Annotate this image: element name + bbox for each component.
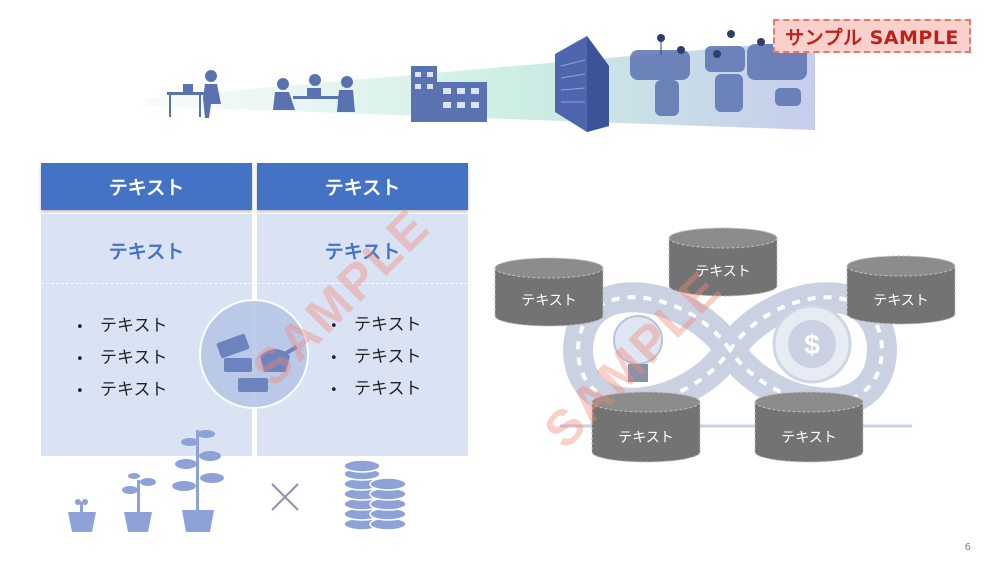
- list-item: テキスト: [330, 341, 422, 373]
- bullet-list-right: テキスト テキスト テキスト: [330, 309, 422, 405]
- cycle-label: テキスト: [521, 293, 577, 309]
- page-number: 6: [964, 542, 971, 553]
- list-item: テキスト: [76, 310, 168, 342]
- single-worker-icon: [167, 70, 221, 118]
- growth-banner-illustration: [145, 30, 815, 132]
- cylinder-node: [754, 391, 864, 463]
- lightbulb-icon: [613, 315, 663, 382]
- column-header-right: テキスト: [257, 163, 468, 210]
- cylinder-node: [668, 227, 778, 297]
- cylinder-node: [591, 391, 701, 463]
- skyscraper-icon: [555, 36, 609, 132]
- svg-text:$: $: [804, 329, 820, 360]
- meeting-group-icon: [273, 74, 355, 112]
- money-watering-circle-icon: [199, 299, 309, 409]
- list-item: テキスト: [330, 309, 422, 341]
- world-map-icon: [630, 30, 807, 116]
- list-item: テキスト: [76, 342, 168, 374]
- list-item: テキスト: [76, 374, 168, 406]
- bullet-list-left: テキスト テキスト テキスト: [76, 310, 168, 406]
- cycle-label: テキスト: [873, 293, 929, 309]
- cycle-label: テキスト: [781, 430, 837, 446]
- list-item: テキスト: [330, 373, 422, 405]
- multiply-icon: [271, 483, 299, 511]
- divider-left: [41, 283, 252, 284]
- sample-badge: サンプル SAMPLE: [773, 19, 971, 53]
- cylinder-node: [494, 257, 604, 327]
- column-header-left: テキスト: [41, 163, 252, 210]
- dollar-coin-icon: $: [772, 304, 852, 384]
- coin-stacks-icon: [343, 459, 407, 531]
- office-building-icon: [411, 66, 487, 122]
- cylinder-node: [846, 255, 956, 325]
- cycle-label: テキスト: [618, 430, 674, 446]
- column-subheading-right: テキスト: [324, 240, 401, 263]
- column-subheading-left: テキスト: [108, 240, 185, 263]
- divider-right: [257, 283, 468, 284]
- cycle-label: テキスト: [695, 264, 751, 280]
- growing-plants-icon: [68, 430, 224, 532]
